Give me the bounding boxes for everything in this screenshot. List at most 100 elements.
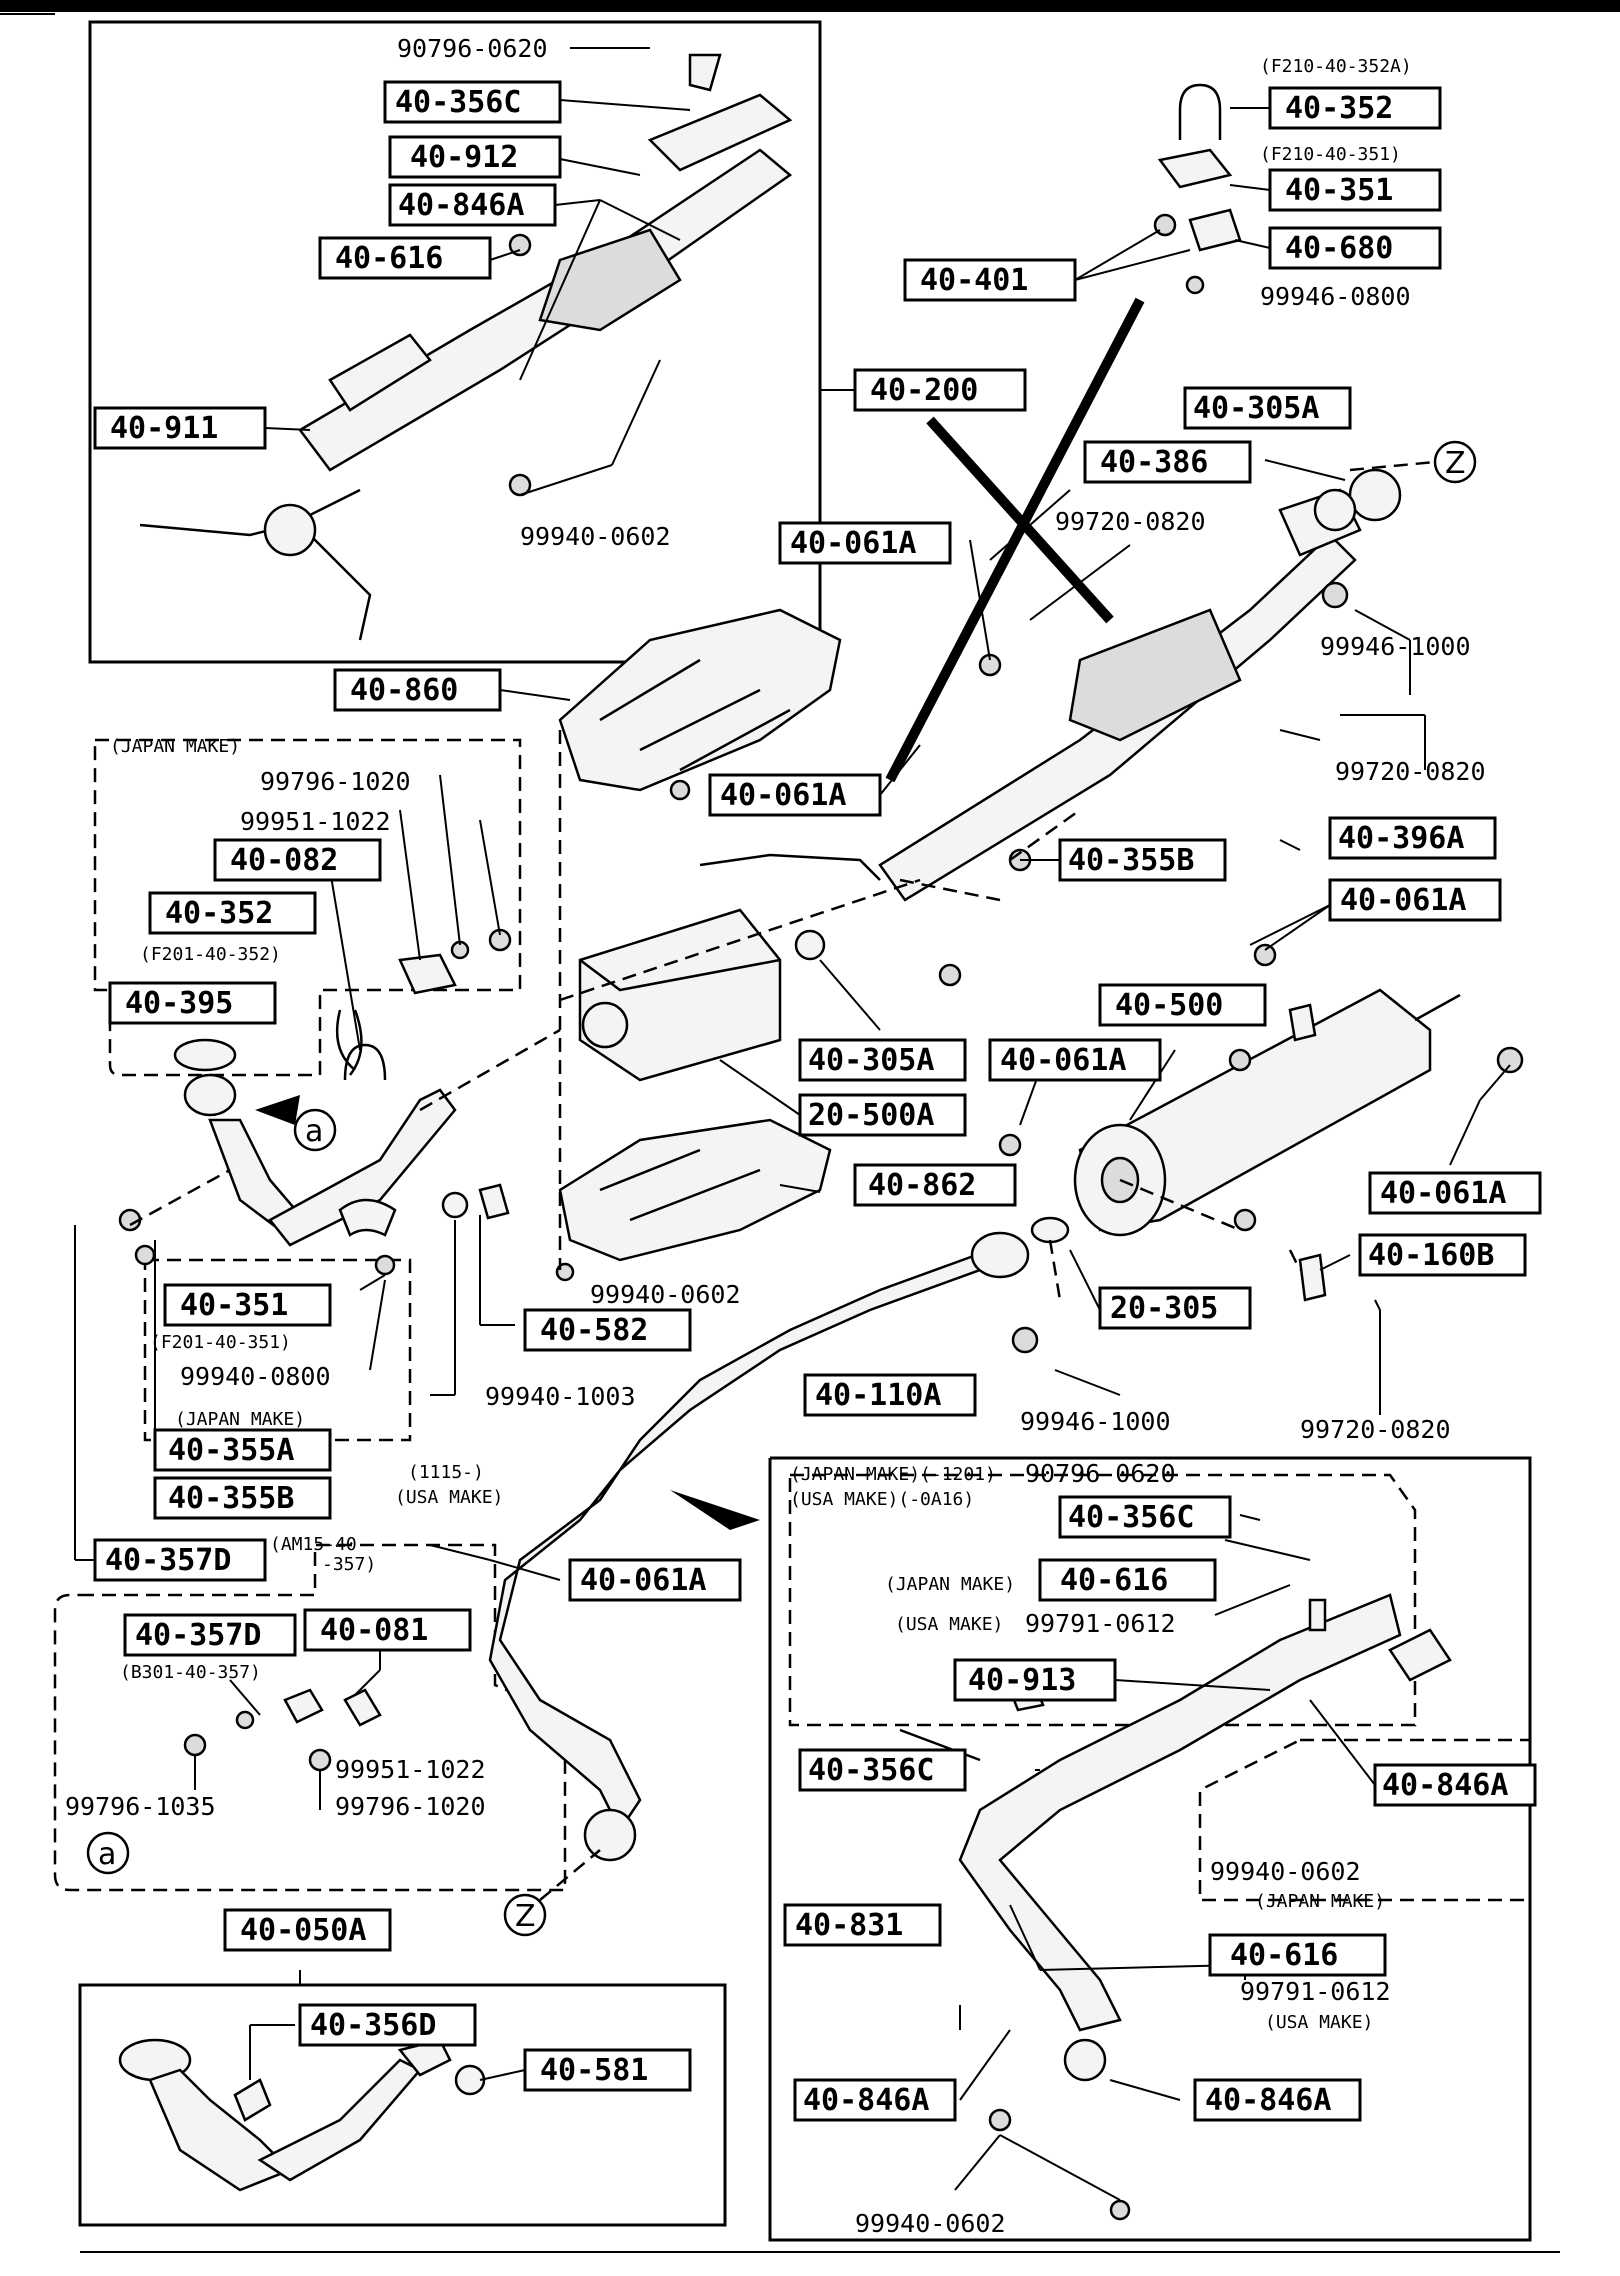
- note-AM15-40: (AM15-40: [270, 1534, 357, 1555]
- part-label-40-396A[interactable]: 40-396A: [1328, 816, 1497, 860]
- part-label-40-582[interactable]: 40-582: [523, 1308, 692, 1352]
- heat-shield-40-862: [558, 1118, 832, 1262]
- part-label-40-357D-left[interactable]: 40-357D: [93, 1538, 267, 1582]
- part-label-40-351-right[interactable]: 40-351: [1268, 168, 1442, 212]
- part-label-40-912[interactable]: 40-912: [388, 135, 562, 179]
- part-label-40-355A[interactable]: 40-355A: [153, 1428, 332, 1472]
- part-label-40-352-left[interactable]: 40-352: [148, 891, 317, 935]
- part-label-40-913[interactable]: 40-913: [953, 1658, 1117, 1702]
- svg-text:Z: Z: [1445, 446, 1466, 481]
- svg-text:40-050A: 40-050A: [240, 1913, 366, 1948]
- part-label-90796-0620-b[interactable]: 90796-0620: [1025, 1459, 1176, 1488]
- part-label-40-356C-c[interactable]: 40-356C: [798, 1748, 967, 1792]
- part-label-40-356C[interactable]: 40-356C: [383, 80, 562, 124]
- part-label-20-500A[interactable]: 20-500A: [798, 1093, 967, 1137]
- part-label-99720-0820-c[interactable]: 99720-0820: [1300, 1415, 1451, 1444]
- part-label-40-082[interactable]: 40-082: [213, 838, 382, 882]
- part-label-40-395[interactable]: 40-395: [108, 981, 277, 1025]
- svg-text:40-351: 40-351: [180, 1288, 288, 1323]
- svg-text:40-846A: 40-846A: [1382, 1768, 1508, 1803]
- part-label-40-050A[interactable]: 40-050A: [223, 1908, 392, 1952]
- part-label-40-862[interactable]: 40-862: [853, 1163, 1017, 1207]
- part-label-40-616-b[interactable]: 40-616: [1038, 1558, 1217, 1602]
- part-label-40-305A-top[interactable]: 40-305A: [1183, 386, 1352, 430]
- part-label-99940-1003[interactable]: 99940-1003: [485, 1382, 636, 1411]
- front-pipe-40-050A: [118, 2038, 486, 2192]
- part-label-99796-1035[interactable]: 99796-1035: [65, 1792, 216, 1821]
- svg-text:40-110A: 40-110A: [815, 1378, 941, 1413]
- part-label-40-356C-b[interactable]: 40-356C: [1058, 1495, 1232, 1539]
- part-label-40-831[interactable]: 40-831: [783, 1903, 942, 1947]
- svg-text:40-913: 40-913: [968, 1663, 1076, 1698]
- svg-text:40-401: 40-401: [920, 263, 1028, 298]
- pointer-arrow-3: [670, 1490, 760, 1530]
- part-label-40-061A-e[interactable]: 40-061A: [1368, 1171, 1542, 1215]
- note-japan-make-1201: (JAPAN MAKE)(-1201): [790, 1464, 996, 1485]
- part-label-99940-0602-b[interactable]: 99940-0602: [1210, 1857, 1361, 1886]
- ref-circle-z-top: Z: [1433, 440, 1477, 484]
- part-label-40-680[interactable]: 40-680: [1268, 226, 1442, 270]
- part-label-99940-0800[interactable]: 99940-0800: [180, 1362, 331, 1391]
- ref-circle-a-arrow: a: [293, 1108, 337, 1152]
- svg-text:40-357D: 40-357D: [105, 1543, 231, 1578]
- svg-text:40-061A: 40-061A: [790, 526, 916, 561]
- part-label-40-401[interactable]: 40-401: [903, 258, 1077, 302]
- svg-text:40-846A: 40-846A: [1205, 2083, 1331, 2118]
- part-label-40-846A[interactable]: 40-846A: [388, 183, 557, 227]
- part-label-99951-1022-a[interactable]: 99951-1022: [240, 807, 391, 836]
- part-label-40-110A[interactable]: 40-110A: [803, 1373, 977, 1417]
- part-label-40-160B[interactable]: 40-160B: [1358, 1233, 1527, 1277]
- part-label-99791-0612-b[interactable]: 99791-0612: [1240, 1977, 1391, 2006]
- part-label-99946-0800[interactable]: 99946-0800: [1260, 282, 1411, 311]
- part-label-99951-1022-b[interactable]: 99951-1022: [335, 1755, 486, 1784]
- part-label-40-351-left[interactable]: 40-351: [163, 1283, 332, 1327]
- part-label-40-061A-f[interactable]: 40-061A: [568, 1558, 742, 1602]
- part-label-40-352-right[interactable]: 40-352: [1268, 86, 1442, 130]
- note-F201-40-351: (F201-40-351): [150, 1332, 291, 1353]
- svg-text:40-616: 40-616: [1230, 1938, 1338, 1973]
- part-label-40-356D[interactable]: 40-356D: [298, 2003, 477, 2047]
- part-label-40-355B-left[interactable]: 40-355B: [153, 1476, 332, 1520]
- part-label-40-581[interactable]: 40-581: [523, 2048, 692, 2092]
- part-label-99946-1000-b[interactable]: 99946-1000: [1020, 1407, 1171, 1436]
- part-label-99720-0820-b[interactable]: 99720-0820: [1335, 757, 1486, 786]
- svg-text:40-200: 40-200: [870, 373, 978, 408]
- part-label-40-846A-b[interactable]: 40-846A: [1373, 1763, 1537, 1807]
- dashed-group-japan-make-right: [1198, 1738, 1532, 1902]
- svg-text:40-351: 40-351: [1285, 173, 1393, 208]
- part-label-99720-0820-a[interactable]: 99720-0820: [1055, 507, 1206, 536]
- part-label-40-305A-mid[interactable]: 40-305A: [798, 1038, 967, 1082]
- part-label-99796-1020-a[interactable]: 99796-1020: [260, 767, 411, 796]
- part-label-40-500[interactable]: 40-500: [1098, 983, 1267, 1027]
- svg-text:a: a: [305, 1114, 323, 1149]
- svg-text:40-860: 40-860: [350, 673, 458, 708]
- part-label-40-061A-c[interactable]: 40-061A: [1328, 878, 1502, 922]
- part-label-40-357D-inset[interactable]: 40-357D: [123, 1613, 297, 1657]
- part-label-40-081[interactable]: 40-081: [303, 1608, 472, 1652]
- part-label-40-200[interactable]: 40-200: [853, 368, 1027, 412]
- part-label-40-860[interactable]: 40-860: [333, 668, 502, 712]
- note-usa-make-b: (USA MAKE): [895, 1614, 1003, 1635]
- part-label-99796-1020-b[interactable]: 99796-1020: [335, 1792, 486, 1821]
- part-label-40-911[interactable]: 40-911: [93, 406, 267, 450]
- part-label-99946-1000-a[interactable]: 99946-1000: [1320, 632, 1471, 661]
- part-label-40-846A-d[interactable]: 40-846A: [1193, 2078, 1362, 2122]
- part-label-90796-0620-top[interactable]: 90796-0620: [397, 34, 548, 63]
- part-label-40-386[interactable]: 40-386: [1083, 440, 1252, 484]
- part-label-40-061A-b[interactable]: 40-061A: [708, 773, 882, 817]
- part-label-40-846A-c[interactable]: 40-846A: [793, 2078, 957, 2122]
- part-label-99940-0602-c[interactable]: 99940-0602: [855, 2209, 1006, 2238]
- svg-text:40-355B: 40-355B: [168, 1481, 294, 1516]
- part-label-99940-0602-top[interactable]: 99940-0602: [520, 522, 671, 551]
- part-label-40-061A-a[interactable]: 40-061A: [778, 521, 952, 565]
- part-label-20-305[interactable]: 20-305: [1098, 1286, 1252, 1330]
- part-label-40-061A-d[interactable]: 40-061A: [988, 1038, 1162, 1082]
- inset-frame-top-left: [88, 20, 822, 664]
- part-label-99940-0602-mid[interactable]: 99940-0602: [590, 1280, 741, 1309]
- note-japan-make-b: (JAPAN MAKE): [175, 1409, 305, 1430]
- part-label-40-616-c[interactable]: 40-616: [1208, 1933, 1387, 1977]
- part-label-40-616[interactable]: 40-616: [318, 236, 492, 280]
- part-label-40-355B-mid[interactable]: 40-355B: [1058, 838, 1227, 882]
- part-label-99791-0612-a[interactable]: 99791-0612: [1025, 1609, 1176, 1638]
